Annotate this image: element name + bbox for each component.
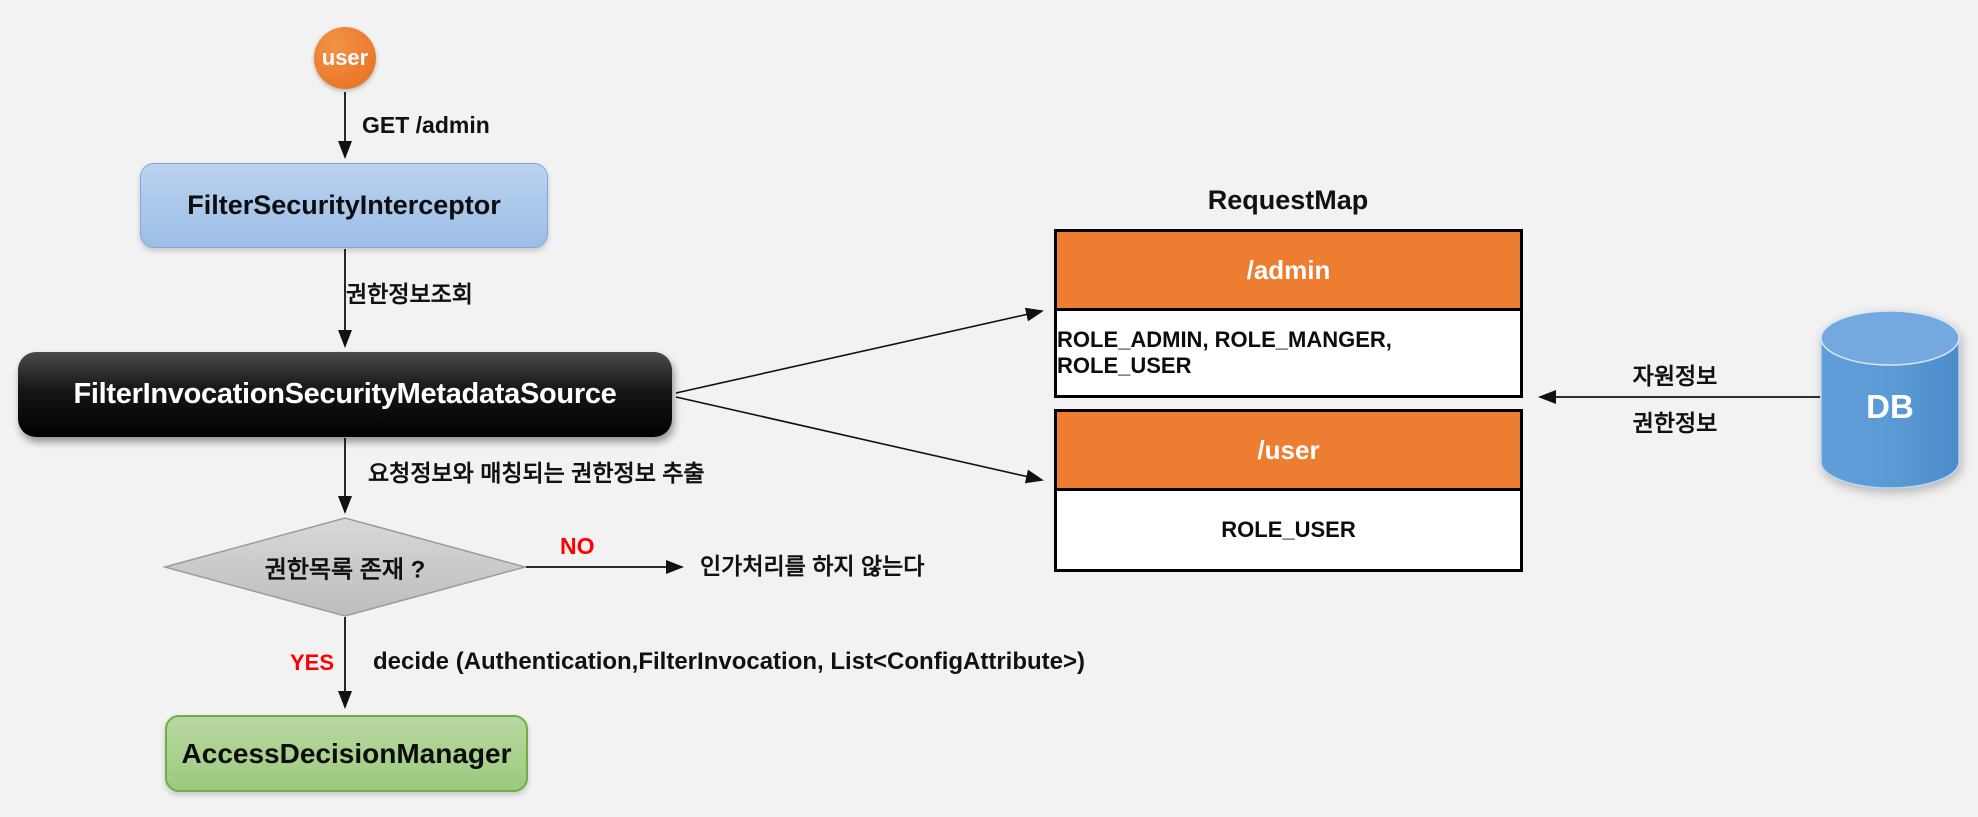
- edge-label-permission-info: 권한정보: [1632, 410, 1718, 436]
- request-map-entry-user: /user ROLE_USER: [1054, 409, 1523, 572]
- access-decision-manager-node: AccessDecisionManager: [165, 715, 528, 792]
- filter-invocation-security-metadata-source-label: FilterInvocationSecurityMetadataSource: [73, 378, 617, 410]
- filter-security-interceptor-node: FilterSecurityInterceptor: [140, 163, 548, 248]
- edge-label-yes: YES: [290, 650, 335, 675]
- edge-label-no: NO: [560, 533, 595, 559]
- label-no-outcome: 인가처리를 하지 않는다: [700, 553, 925, 579]
- edge-metadatasource-to-user-entry: [675, 396, 1044, 484]
- request-map-user-path: /user: [1057, 412, 1520, 491]
- edge-label-permission-lookup: 권한정보조회: [346, 281, 473, 307]
- edge-label-extract-permissions: 요청정보와 매칭되는 권한정보 추출: [368, 460, 705, 486]
- edge-metadatasource-to-admin-entry: [675, 307, 1044, 394]
- access-decision-manager-label: AccessDecisionManager: [181, 737, 512, 769]
- request-map-admin-path: /admin: [1057, 232, 1520, 311]
- edge-label-get-admin: GET /admin: [362, 112, 490, 138]
- database-cylinder-icon: [1820, 310, 1960, 489]
- request-map-entry-admin: /admin ROLE_ADMIN, ROLE_MANGER, ROLE_USE…: [1054, 229, 1523, 398]
- db-node-label: DB: [1866, 388, 1914, 425]
- user-node-label: user: [321, 45, 369, 70]
- db-node: DB: [1820, 304, 1960, 496]
- filter-security-interceptor-label: FilterSecurityInterceptor: [187, 190, 501, 220]
- filter-invocation-security-metadata-source-node: FilterInvocationSecurityMetadataSource: [18, 352, 672, 437]
- edge-label-resource-info: 자원정보: [1632, 363, 1718, 389]
- request-map-user-roles: ROLE_USER: [1057, 491, 1520, 569]
- request-map-title: RequestMap: [1207, 185, 1369, 215]
- request-map-admin-roles: ROLE_ADMIN, ROLE_MANGER, ROLE_USER: [1057, 311, 1520, 395]
- edge-label-decide-call: decide (Authentication,FilterInvocation,…: [373, 648, 1086, 675]
- user-node: user: [314, 27, 376, 89]
- decision-diamond-label: 권한목록 존재 ?: [264, 556, 426, 584]
